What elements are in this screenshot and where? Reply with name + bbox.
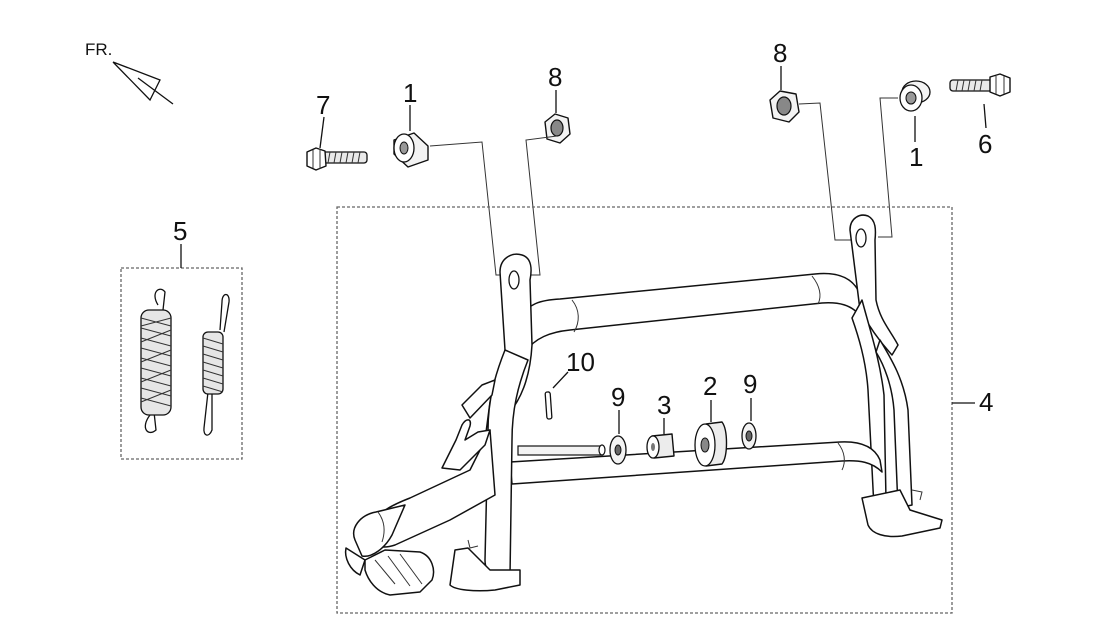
leader-line-10 — [552, 371, 569, 389]
callout-8-right: 8 — [773, 38, 787, 68]
washer-9-left-icon — [609, 410, 627, 465]
callout-1-right: 1 — [909, 142, 923, 172]
main-stand-box — [336, 206, 953, 614]
callout-9-left: 9 — [611, 382, 625, 412]
spacer-2-icon — [694, 400, 728, 467]
nut-8-left-icon — [544, 90, 571, 144]
small-spring-icon — [202, 293, 230, 436]
washer-9-right-icon — [741, 398, 757, 450]
collar-1-right-icon — [899, 80, 931, 142]
pin-10-icon — [544, 371, 569, 420]
bolt-7-icon — [306, 116, 368, 171]
callout-2: 2 — [703, 371, 717, 401]
spring-set-group — [120, 244, 243, 460]
main-stand-group — [336, 206, 975, 614]
callout-4: 4 — [979, 387, 993, 417]
spring-set-box — [120, 267, 243, 460]
callout-8-left: 8 — [548, 62, 562, 92]
front-direction-label: FR. — [85, 40, 112, 59]
callout-1-left: 1 — [403, 78, 417, 108]
direction-arrow-tail — [137, 77, 174, 105]
alignment-lines — [429, 97, 898, 276]
leader-line-6 — [983, 103, 987, 129]
main-stand-icon — [344, 214, 943, 596]
callout-6: 6 — [978, 129, 992, 159]
callout-7: 7 — [316, 90, 330, 120]
kick-pedal-icon — [364, 549, 435, 596]
leader-line-7 — [319, 116, 325, 149]
nut-8-right-icon — [769, 66, 800, 123]
bush-3-icon — [646, 418, 675, 459]
callout-5: 5 — [173, 216, 187, 246]
direction-arrow-icon — [112, 61, 161, 102]
callout-3: 3 — [657, 390, 671, 420]
collar-1-left-icon — [393, 105, 429, 168]
large-spring-icon — [140, 288, 172, 434]
bolt-6-icon — [949, 73, 1011, 129]
callout-9-right: 9 — [743, 369, 757, 399]
front-direction-indicator: FR. — [85, 40, 174, 105]
callout-labels: 1 1 2 3 4 5 6 7 8 8 9 9 10 — [173, 38, 993, 420]
callout-10: 10 — [566, 347, 595, 377]
